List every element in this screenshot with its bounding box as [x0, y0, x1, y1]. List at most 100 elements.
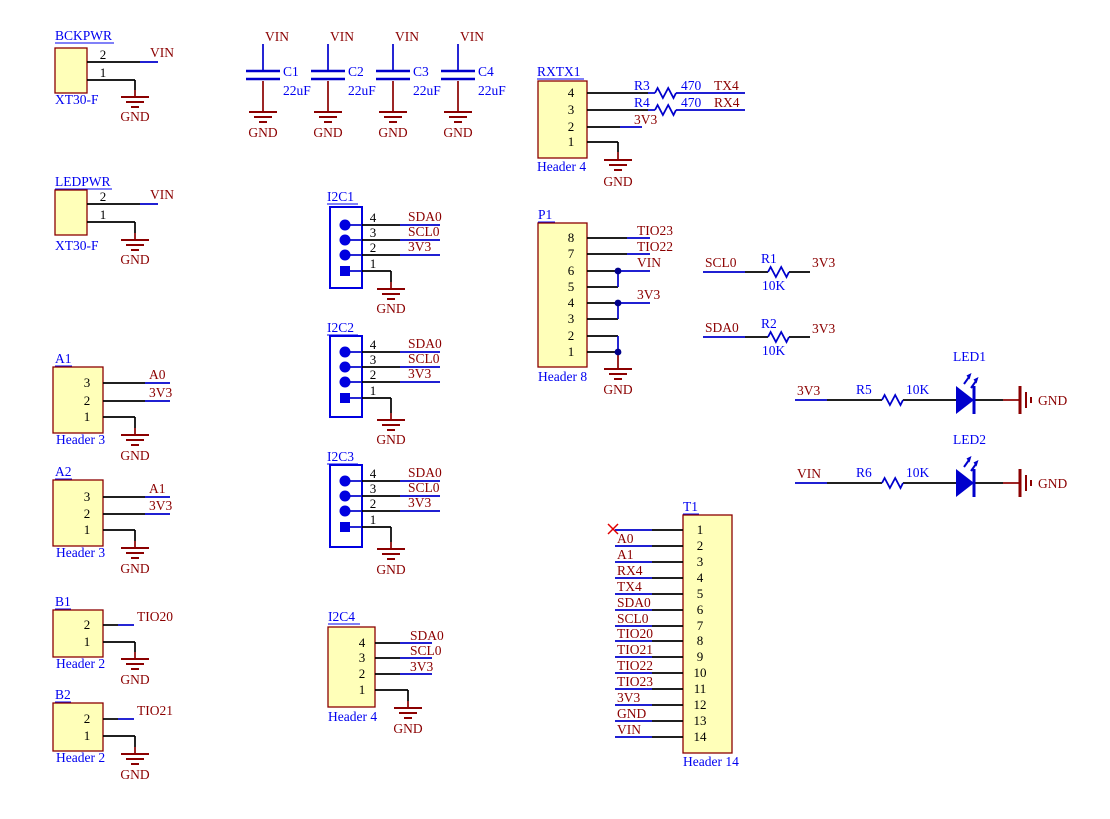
connector-p1[interactable]: P1 8 7 6 5 4 3 2 1 TIO23 TIO22 VIN 3V3 G…	[537, 207, 673, 397]
cap-value: 22uF	[348, 83, 376, 98]
capacitor-symbol	[309, 69, 347, 81]
rxtx1-body[interactable]	[537, 80, 588, 159]
r2-value: 10K	[762, 343, 786, 358]
b2-body[interactable]	[52, 702, 104, 752]
resistor-r3-symbol[interactable]	[654, 87, 677, 99]
net-label-scl0: SCL0	[705, 255, 737, 270]
i2c3-pin3-number: 3	[370, 481, 377, 496]
r3-refdes: R3	[634, 78, 650, 93]
capacitor-c3[interactable]: VIN C3 22uF GND	[374, 29, 441, 140]
connector-a1[interactable]: A1 3 2 1 A0 3V3 GND Header 3	[52, 351, 172, 463]
capacitor-c1[interactable]: VIN C1 22uF GND	[244, 29, 311, 140]
connector-ledpwr[interactable]: LEDPWR 2 1 VIN GND XT30-F	[54, 174, 174, 267]
connector-i2c1[interactable]: I2C1 4 3 2 1 SDA0 SCL0 3V3 GND	[327, 189, 442, 316]
ground-symbol	[376, 288, 406, 300]
net-label-3v3: 3V3	[617, 690, 640, 705]
net-label-tio21: TIO21	[617, 642, 653, 657]
t1-pin-number: 14	[694, 729, 708, 744]
resistor-r2-pullup[interactable]: SDA0 R2 3V3 10K	[703, 316, 835, 358]
ledpwr-footprint: XT30-F	[55, 238, 99, 253]
connector-rxtx1[interactable]: RXTX1 4 3 2 1 R3 470 TX4 R4 470 RX4 3V3 …	[537, 64, 745, 189]
net-label-vin: VIN	[330, 29, 354, 44]
bckpwr-pin2-number: 2	[100, 47, 107, 62]
junction-dot	[614, 267, 622, 275]
net-label-gnd: GND	[120, 561, 149, 576]
connector-bckpwr[interactable]: BCKPWR 2 1 VIN GND XT30-F	[54, 28, 174, 124]
net-label-vin: VIN	[150, 187, 174, 202]
i2c2-pin1-number: 1	[370, 383, 377, 398]
ground-symbol	[120, 96, 150, 108]
p1-pin8-number: 8	[568, 230, 575, 245]
net-label-vin: VIN	[617, 722, 641, 737]
p1-body[interactable]	[537, 222, 588, 368]
resistor-r1-symbol[interactable]	[767, 266, 790, 278]
t1-refdes: T1	[683, 499, 698, 514]
i2c1-refdes: I2C1	[327, 189, 354, 204]
led2-symbol[interactable]	[954, 454, 980, 499]
resistor-r5-symbol[interactable]	[881, 394, 904, 406]
capacitor-c2[interactable]: VIN C2 22uF GND	[309, 29, 376, 140]
cap-refdes: C2	[348, 64, 364, 79]
r5-value: 10K	[906, 382, 930, 397]
bckpwr-body[interactable]	[54, 47, 88, 94]
a2-pin3-number: 3	[84, 489, 91, 504]
resistor-r4-symbol[interactable]	[654, 104, 677, 116]
cap-refdes: C4	[478, 64, 494, 79]
b2-wires	[103, 718, 136, 754]
led2-circuit[interactable]: LED2 VIN R6 10K GND	[795, 432, 1067, 499]
net-label-3v3: 3V3	[634, 112, 657, 127]
a2-pin1-number: 1	[84, 522, 91, 537]
t1-pin-number: 5	[697, 586, 704, 601]
connector-i2c3[interactable]: I2C3 4 3 2 1 SDA0 SCL0 3V3 GND	[327, 449, 442, 577]
a1-body[interactable]	[52, 366, 104, 434]
net-label-3v3: 3V3	[408, 495, 431, 510]
r6-refdes: R6	[856, 465, 872, 480]
t1-pin-number: 7	[697, 618, 704, 633]
i2c4-body[interactable]	[327, 626, 376, 708]
connector-b2[interactable]: B2 2 1 TIO21 GND Header 2	[52, 687, 173, 782]
ledpwr-pin2-number: 2	[100, 189, 107, 204]
connector-t1[interactable]: T1 1 2 3 4 5 6 7 8 9 10 11 12 13 14 A0 A…	[607, 499, 739, 769]
r2-refdes: R2	[761, 316, 777, 331]
net-label-scl0: SCL0	[617, 611, 649, 626]
b1-body[interactable]	[52, 609, 104, 658]
connector-i2c4[interactable]: I2C4 4 3 2 1 SDA0 SCL0 3V3 GND Header 4	[327, 609, 444, 736]
connector-b1[interactable]: B1 2 1 TIO20 GND Header 2	[52, 594, 173, 687]
ground-symbol-flat	[1018, 467, 1033, 499]
capacitor-symbol	[439, 69, 477, 81]
net-label-rx4: RX4	[617, 563, 643, 578]
net-label-gnd: GND	[313, 125, 342, 140]
i2c4-pin3-number: 3	[359, 650, 366, 665]
led1-symbol[interactable]	[954, 371, 980, 416]
net-label-scl0: SCL0	[410, 643, 442, 658]
net-label-gnd: GND	[248, 125, 277, 140]
net-label-gnd: GND	[603, 382, 632, 397]
i2c3-refdes: I2C3	[327, 449, 354, 464]
p1-pin1-number: 1	[568, 344, 575, 359]
led1-circuit[interactable]: LED1 3V3 R5 10K GND	[795, 349, 1067, 416]
rxtx1-pin3-number: 3	[568, 102, 575, 117]
connector-i2c2[interactable]: I2C2 4 3 2 1 SDA0 SCL0 3V3 GND	[327, 320, 442, 447]
a2-body[interactable]	[52, 479, 104, 547]
i2c2-pin2-number: 2	[370, 367, 377, 382]
a1-pin1-number: 1	[84, 409, 91, 424]
resistor-r6-symbol[interactable]	[881, 477, 904, 489]
t1-body[interactable]	[682, 514, 733, 754]
connector-a2[interactable]: A2 3 2 1 A1 3V3 GND Header 3	[52, 464, 172, 576]
p1-pin2-number: 2	[568, 328, 575, 343]
net-label-tio23: TIO23	[637, 223, 673, 238]
capacitor-c4[interactable]: VIN C4 22uF GND	[439, 29, 506, 140]
t1-pin-number: 12	[694, 697, 707, 712]
ledpwr-body[interactable]	[54, 189, 88, 236]
resistor-r1-pullup[interactable]: SCL0 R1 3V3 10K	[703, 251, 835, 293]
ground-symbol	[248, 111, 278, 123]
net-label-3v3: 3V3	[149, 385, 172, 400]
ledpwr-wires	[87, 203, 158, 240]
net-label-vin: VIN	[460, 29, 484, 44]
resistor-r2-symbol[interactable]	[767, 331, 790, 343]
p1-pin6-number: 6	[568, 263, 575, 278]
r1-refdes: R1	[761, 251, 777, 266]
a2-type: Header 3	[56, 545, 105, 560]
